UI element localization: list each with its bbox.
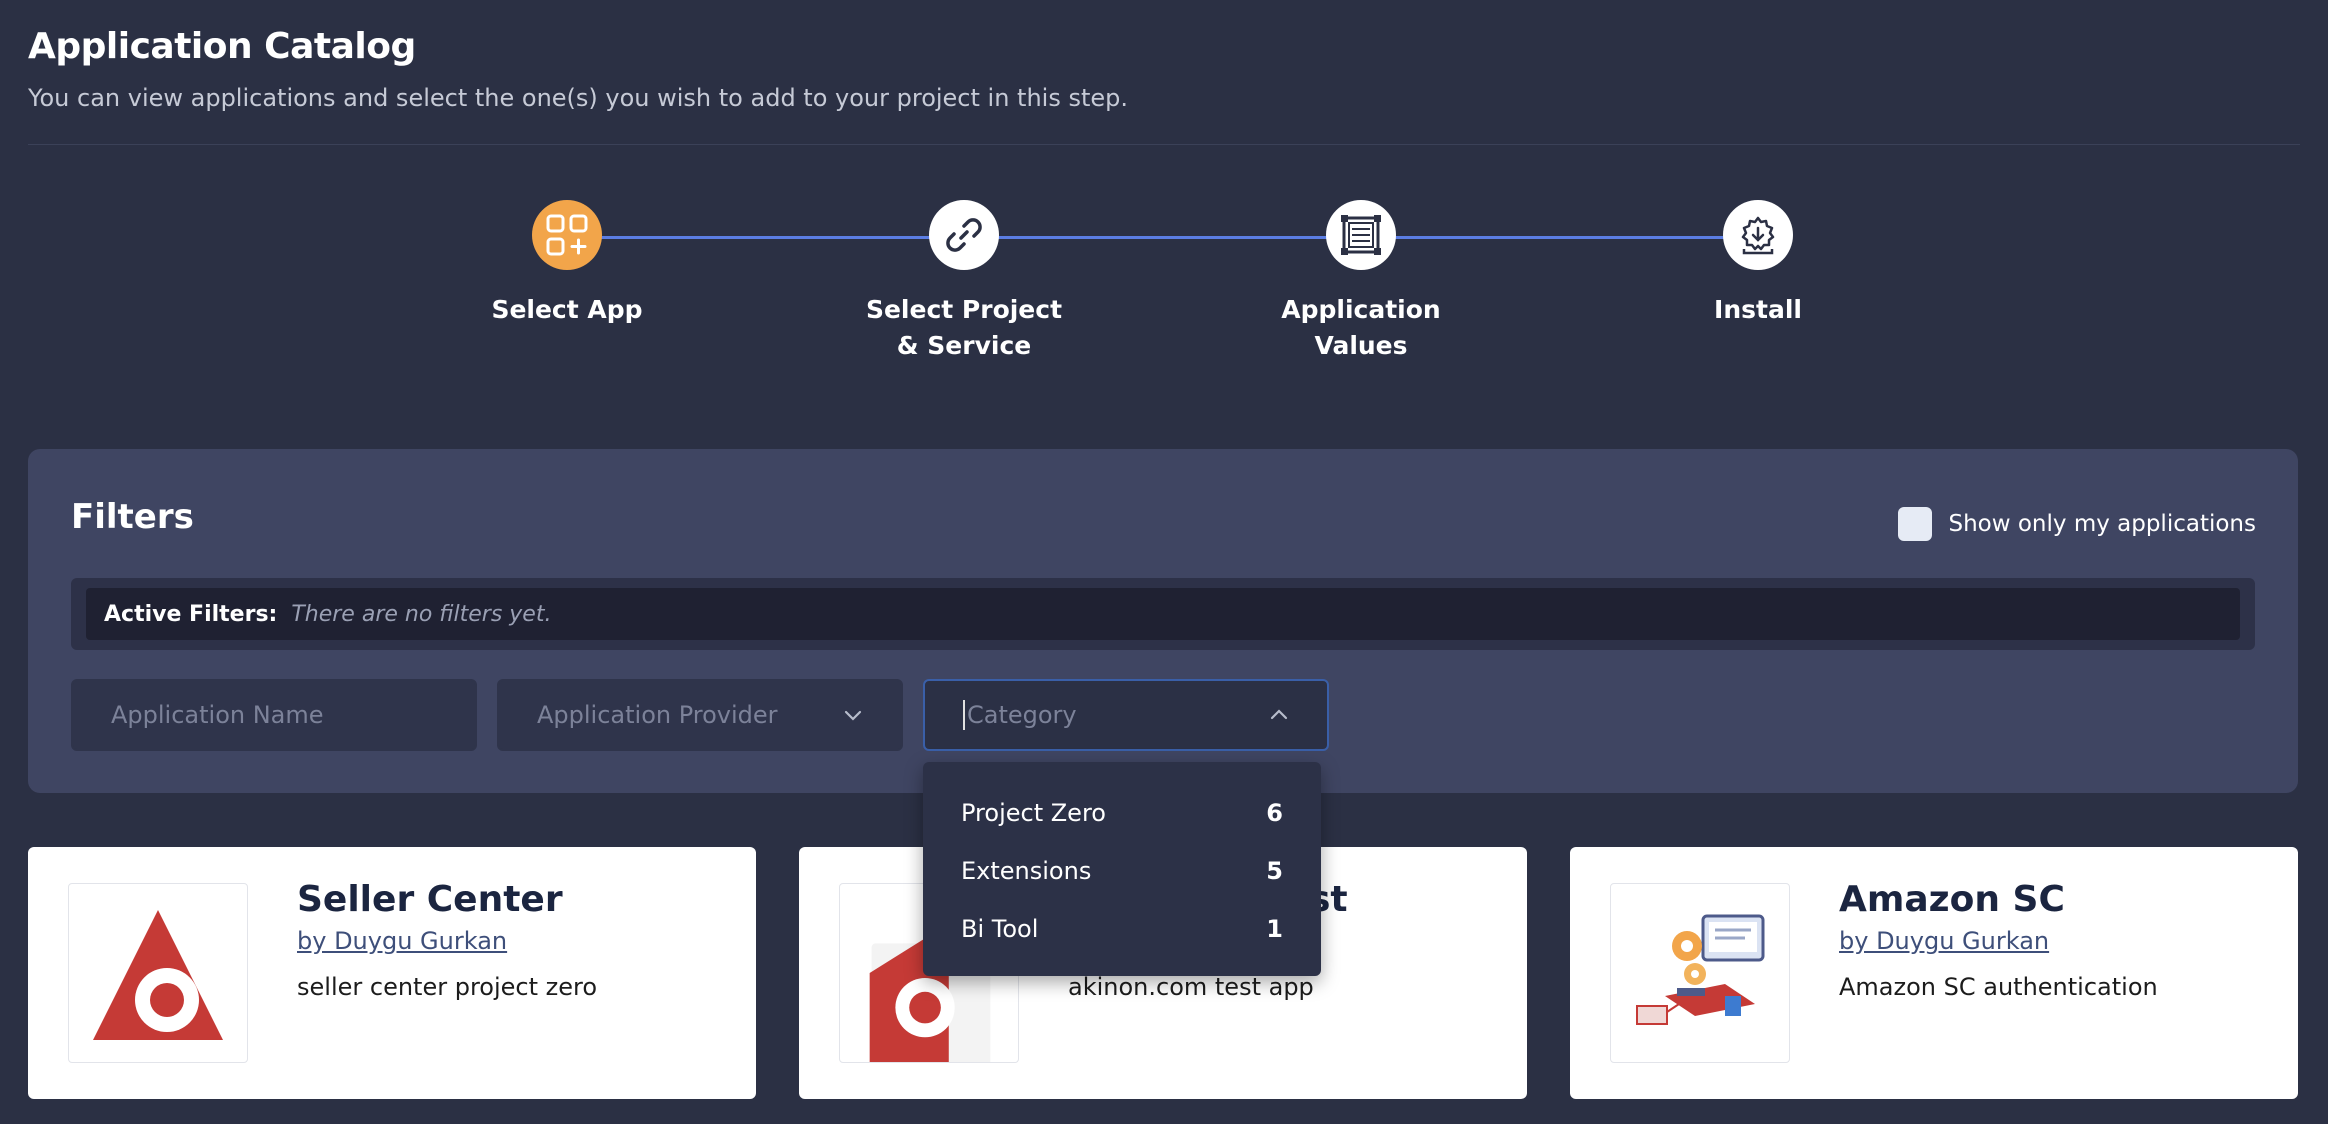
active-filters-empty: There are no filters yet. — [291, 601, 552, 627]
filters-title: Filters — [71, 497, 194, 537]
category-option-project-zero[interactable]: Project Zero 6 — [961, 784, 1283, 842]
category-option-extensions[interactable]: Extensions 5 — [961, 842, 1283, 900]
chevron-down-icon — [844, 710, 862, 721]
step-circle-4 — [1723, 200, 1793, 270]
header-divider — [28, 144, 2300, 145]
active-filters-label: Active Filters: — [104, 601, 278, 627]
akinon-logo-icon — [68, 883, 248, 1063]
card-description: akinon.com test app — [1068, 973, 1314, 1001]
install-stepper: Select App Select Project & Service — [0, 200, 2328, 390]
category-option-label: Project Zero — [961, 799, 1106, 827]
card-description: seller center project zero — [297, 973, 598, 1001]
card-description: Amazon SC authentication — [1839, 973, 2158, 1001]
config-frame-icon — [1341, 215, 1381, 255]
app-card-seller-center[interactable]: Seller Center by Duygu Gurkan seller cen… — [28, 847, 756, 1099]
card-author-link[interactable]: by Duygu Gurkan — [297, 927, 508, 955]
show-only-my-apps-checkbox[interactable] — [1898, 507, 1933, 541]
category-select[interactable]: Category — [923, 679, 1329, 751]
integration-illustration-icon — [1610, 883, 1790, 1063]
step-label-4: Install — [1714, 295, 1802, 324]
app-card-akinon-test[interactable]: st akinon.com test app — [799, 847, 1527, 1099]
page-subtitle: You can view applications and select the… — [28, 84, 1129, 112]
app-card-amazon-sc[interactable]: Amazon SC by Duygu Gurkan Amazon SC auth… — [1570, 847, 2298, 1099]
step-select-app[interactable]: Select App — [417, 200, 717, 328]
chevron-up-icon — [1270, 709, 1288, 720]
step-label-1: Select App — [491, 295, 643, 324]
category-option-label: Extensions — [961, 857, 1092, 885]
step-connector-2 — [964, 236, 1361, 239]
filters-panel: Filters Show only my applications Active… — [28, 449, 2298, 793]
step-select-project[interactable]: Select Project & Service — [814, 200, 1114, 364]
category-option-count: 6 — [1266, 799, 1283, 827]
card-title: Amazon SC — [1839, 879, 2065, 920]
step-circle-3 — [1326, 200, 1396, 270]
category-option-label: Bi Tool — [961, 915, 1039, 943]
apps-add-icon — [546, 214, 588, 256]
application-name-field[interactable] — [71, 679, 477, 751]
step-connector-1 — [567, 236, 964, 239]
text-caret — [963, 700, 965, 730]
category-option-bi-tool[interactable]: Bi Tool 1 — [961, 900, 1283, 958]
application-provider-placeholder: Application Provider — [537, 701, 778, 729]
card-title: Seller Center — [297, 879, 563, 920]
step-circle-2 — [929, 200, 999, 270]
step-application-values[interactable]: Application Values — [1211, 200, 1511, 364]
category-option-count: 5 — [1266, 857, 1283, 885]
gear-download-icon — [1741, 216, 1775, 255]
page-title: Application Catalog — [28, 26, 416, 67]
category-option-count: 1 — [1266, 915, 1283, 943]
step-label-3: Application Values — [1281, 295, 1441, 360]
active-filters-bar: Active Filters: There are no filters yet… — [71, 578, 2255, 650]
step-circle-1 — [532, 200, 602, 270]
step-label-2: Select Project & Service — [865, 295, 1063, 360]
step-install[interactable]: Install — [1608, 200, 1908, 328]
link-icon — [946, 218, 982, 252]
step-connector-3 — [1361, 236, 1758, 239]
category-dropdown-menu: Project Zero 6 Extensions 5 Bi Tool 1 — [923, 762, 1321, 976]
application-provider-select[interactable]: Application Provider — [497, 679, 903, 751]
application-name-input[interactable] — [111, 701, 437, 729]
category-placeholder: Category — [967, 701, 1077, 729]
show-only-my-apps-toggle[interactable]: Show only my applications — [1898, 507, 2256, 541]
card-author-link[interactable]: by Duygu Gurkan — [1839, 927, 2050, 955]
show-only-my-apps-label: Show only my applications — [1948, 511, 2256, 537]
